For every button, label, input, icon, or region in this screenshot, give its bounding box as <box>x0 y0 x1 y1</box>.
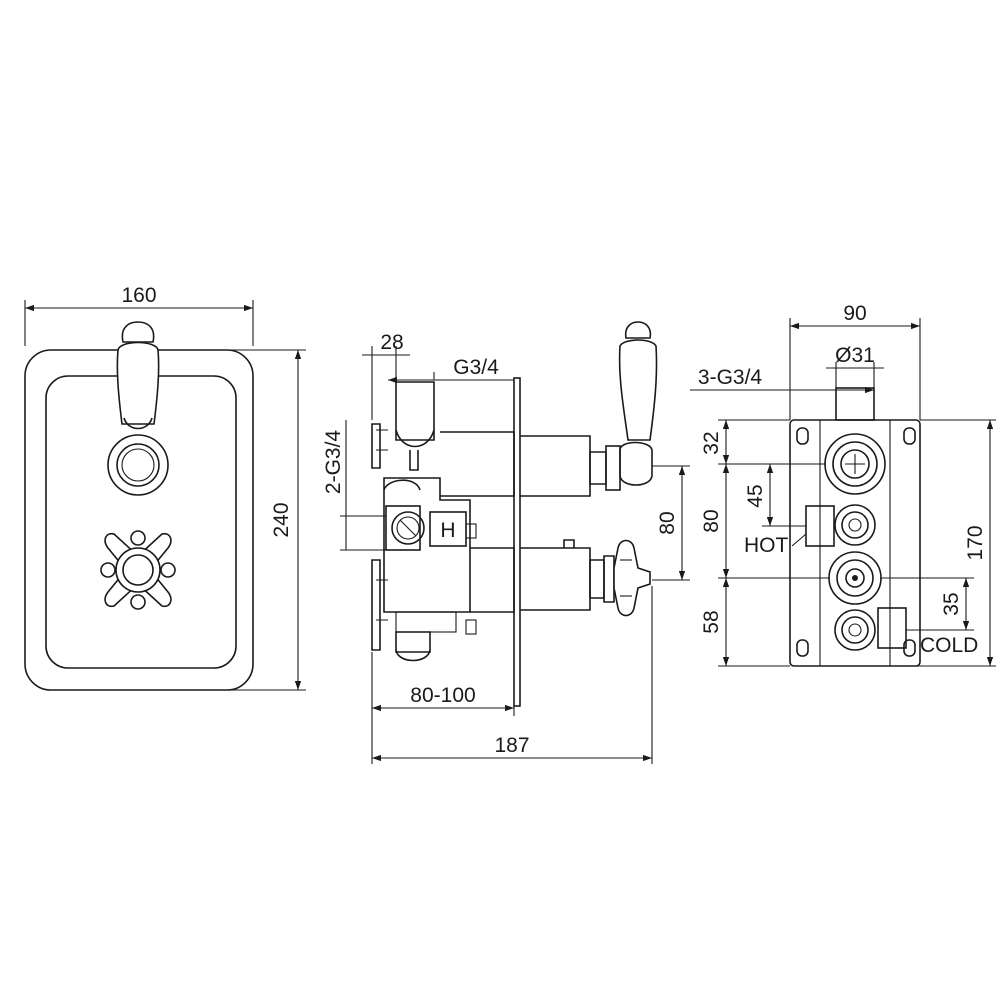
rear-width-label: 90 <box>843 302 866 325</box>
cold-label: COLD <box>920 634 978 657</box>
total-depth-label: 187 <box>494 734 529 757</box>
front-height-label: 240 <box>270 502 293 537</box>
front-view: 160 240 <box>24 284 306 691</box>
handle-spacing-label: 80 <box>656 511 679 534</box>
side-face-plate <box>513 377 521 707</box>
lever-hub <box>107 434 169 496</box>
rear-bottom-label: 58 <box>700 610 723 633</box>
rear-cold-port <box>834 609 876 651</box>
hot-marker: H <box>440 519 455 542</box>
side-thread-label: 2-G3/4 <box>322 430 345 495</box>
side-view: H 28 G3/4 2-G <box>322 321 690 764</box>
top-thread-label: G3/4 <box>453 356 499 379</box>
top-offset-label: 28 <box>380 331 403 354</box>
crosshead-handle <box>100 530 176 610</box>
lever-handle <box>107 321 169 496</box>
wall-depth-label: 80-100 <box>410 684 475 707</box>
rear-height-label: 170 <box>964 525 987 560</box>
rear-hot-port <box>834 504 876 546</box>
rear-view: 90 Ø31 3-G3/4 32 80 58 45 HOT 170 <box>690 302 996 667</box>
cold-offset-label: 35 <box>940 592 963 615</box>
front-width-label: 160 <box>121 284 156 307</box>
rear-top-label: 32 <box>700 431 723 454</box>
rear-thread-label: 3-G3/4 <box>698 366 763 389</box>
hot-label: HOT <box>744 534 789 557</box>
rear-port-spacing-label: 80 <box>700 509 723 532</box>
side-inlet <box>391 511 425 545</box>
diameter-label: Ø31 <box>835 344 875 367</box>
hot-offset-label: 45 <box>744 484 767 507</box>
